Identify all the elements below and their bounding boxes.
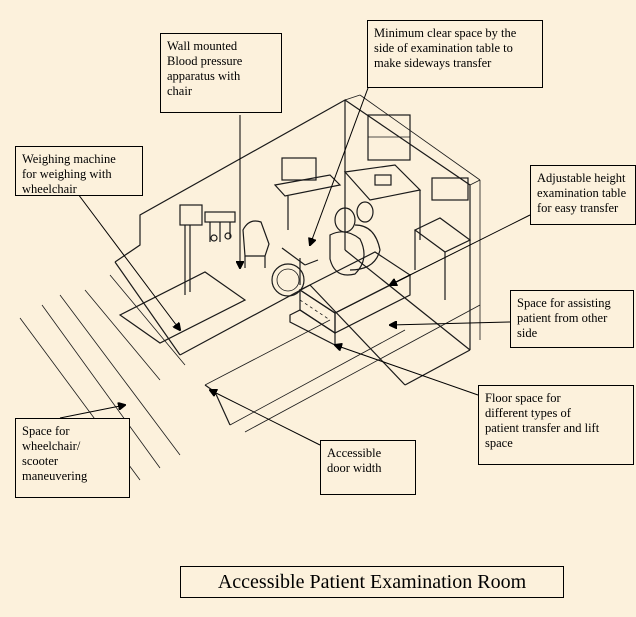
sink-cabinet	[343, 114, 422, 240]
chair	[242, 220, 270, 268]
blood-pressure-apparatus	[204, 211, 236, 242]
callout-door-width: Accessible door width	[320, 440, 416, 495]
patient-and-assistant	[329, 201, 381, 276]
callout-exam-table: Adjustable height examination table for …	[530, 165, 636, 225]
diagram-title: Accessible Patient Examination Room	[180, 566, 564, 598]
wheelchair	[271, 247, 319, 297]
callout-maneuvering: Space for wheelchair/ scooter maneuverin…	[15, 418, 130, 498]
examination-table	[289, 251, 412, 346]
callout-clear-space: Minimum clear space by the side of exami…	[367, 20, 543, 88]
side-cabinet	[413, 177, 472, 300]
room-walls	[114, 94, 481, 386]
wall-desk	[273, 157, 342, 230]
corridor-lines	[19, 274, 186, 481]
weighing-machine	[118, 204, 247, 344]
callout-weighing-machine: Weighing machine for weighing with wheel…	[15, 146, 143, 196]
callout-floor-space: Floor space for different types of patie…	[478, 385, 634, 465]
callout-assist-space: Space for assisting patient from other s…	[510, 290, 634, 348]
leader-lines	[59, 87, 531, 446]
callout-blood-pressure: Wall mounted Blood pressure apparatus wi…	[160, 33, 282, 113]
